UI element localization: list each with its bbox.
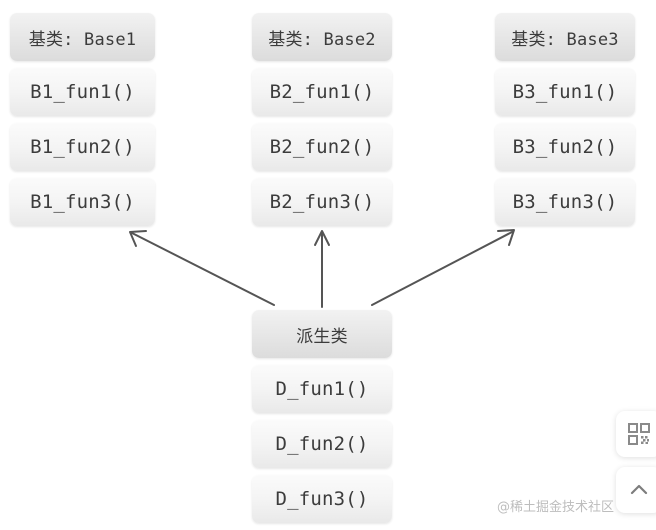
class-member-b1-fun2[interactable]: B1_fun2() [10, 123, 155, 171]
class-member-b3-fun2[interactable]: B3_fun2() [495, 123, 635, 171]
class-member-b2-fun1[interactable]: B2_fun1() [252, 68, 392, 116]
qr-code-button[interactable] [616, 411, 656, 457]
class-member-label: B2_fun1() [269, 81, 375, 103]
class-column-derived: 派生类 D_fun1() D_fun2() D_fun3() [252, 310, 392, 530]
class-header-base3[interactable]: 基类: Base3 [495, 13, 635, 61]
qr-code-icon [628, 423, 650, 445]
chevron-up-icon [628, 479, 650, 501]
class-member-b3-fun3[interactable]: B3_fun3() [495, 178, 635, 226]
class-header-base2[interactable]: 基类: Base2 [252, 13, 392, 61]
class-member-label: B3_fun1() [512, 81, 618, 103]
arrow-derived-to-base2 [314, 230, 330, 308]
class-column-base1: 基类: Base1 B1_fun1() B1_fun2() B1_fun3() [10, 13, 155, 233]
arrow-derived-to-base3 [371, 229, 515, 306]
class-header-derived[interactable]: 派生类 [252, 310, 392, 358]
class-column-base3: 基类: Base3 B3_fun1() B3_fun2() B3_fun3() [495, 13, 635, 233]
class-header-base1[interactable]: 基类: Base1 [10, 13, 155, 61]
class-member-label: D_fun2() [275, 433, 369, 455]
class-member-label: D_fun3() [275, 488, 369, 510]
class-member-b2-fun3[interactable]: B2_fun3() [252, 178, 392, 226]
class-header-label: 基类: Base1 [28, 29, 137, 50]
class-member-d-fun3[interactable]: D_fun3() [252, 475, 392, 523]
class-column-base2: 基类: Base2 B2_fun1() B2_fun2() B2_fun3() [252, 13, 392, 233]
class-header-label: 派生类 [296, 326, 348, 347]
class-member-label: D_fun1() [275, 378, 369, 400]
class-member-d-fun1[interactable]: D_fun1() [252, 365, 392, 413]
arrow-derived-to-base1 [129, 230, 275, 306]
class-member-b2-fun2[interactable]: B2_fun2() [252, 123, 392, 171]
class-member-d-fun2[interactable]: D_fun2() [252, 420, 392, 468]
floating-widget-group [616, 411, 656, 513]
back-to-top-button[interactable] [616, 467, 656, 513]
class-member-label: B1_fun2() [30, 136, 135, 158]
class-member-label: B3_fun2() [512, 136, 618, 158]
class-member-b3-fun1[interactable]: B3_fun1() [495, 68, 635, 116]
class-member-label: B2_fun3() [269, 191, 375, 213]
class-member-label: B2_fun2() [269, 136, 375, 158]
class-member-label: B1_fun1() [30, 81, 135, 103]
class-member-b1-fun1[interactable]: B1_fun1() [10, 68, 155, 116]
class-member-label: B3_fun3() [512, 191, 618, 213]
watermark: @稀土掘金技术社区 [496, 500, 614, 515]
class-header-label: 基类: Base3 [511, 29, 619, 50]
class-member-label: B1_fun3() [30, 191, 135, 213]
class-member-b1-fun3[interactable]: B1_fun3() [10, 178, 155, 226]
class-header-label: 基类: Base2 [268, 29, 376, 50]
